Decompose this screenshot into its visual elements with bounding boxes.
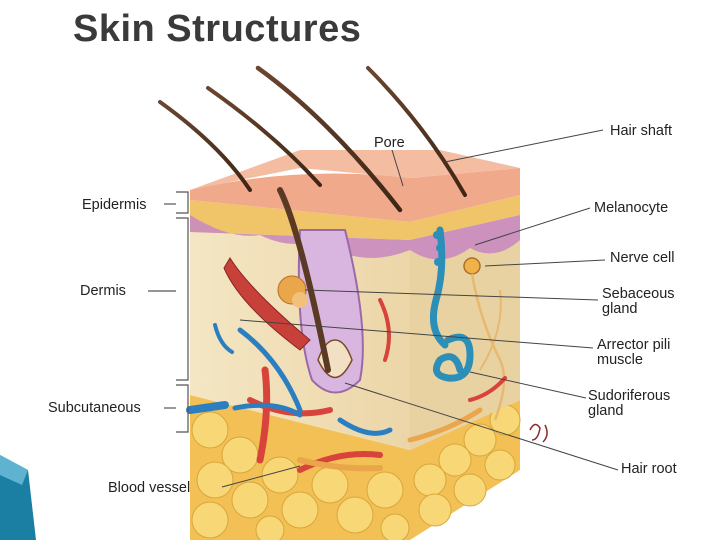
layer-brackets [148,191,189,433]
label-arrector-pili-line2: muscle [597,352,643,368]
sweat-duct-dots [433,231,444,266]
label-sudoriferous-line2: gland [588,403,624,419]
label-subcutaneous: Subcutaneous [48,400,141,416]
leader-lines [221,129,619,488]
label-epidermis: Epidermis [82,197,147,213]
label-sebaceous-gland-line2: gland [602,301,638,317]
blood-vessels [186,298,507,473]
skin-surface-top [190,150,520,190]
label-nerve-cell: Nerve cell [610,250,675,266]
nerve-cell [463,257,506,421]
label-dermis: Dermis [80,283,126,299]
label-blood-vessel: Blood vessel [108,480,191,496]
label-sebaceous-gland-line1: Sebaceous [602,286,675,302]
label-sudoriferous-line1: Sudoriferous [588,388,671,404]
hairs [158,65,467,373]
label-arrector-pili-line1: Arrector pili [597,337,671,353]
label-hair-shaft: Hair shaft [610,123,673,139]
slide-title: Skin Structures [73,8,362,50]
label-pore: Pore [374,135,405,151]
skin-surface [190,168,520,222]
label-hair-root: Hair root [621,461,677,477]
artist-signature [529,423,548,443]
slide-accent-bar [0,455,36,540]
label-melanocyte: Melanocyte [594,200,669,216]
arrector-pili-muscle [223,257,311,351]
